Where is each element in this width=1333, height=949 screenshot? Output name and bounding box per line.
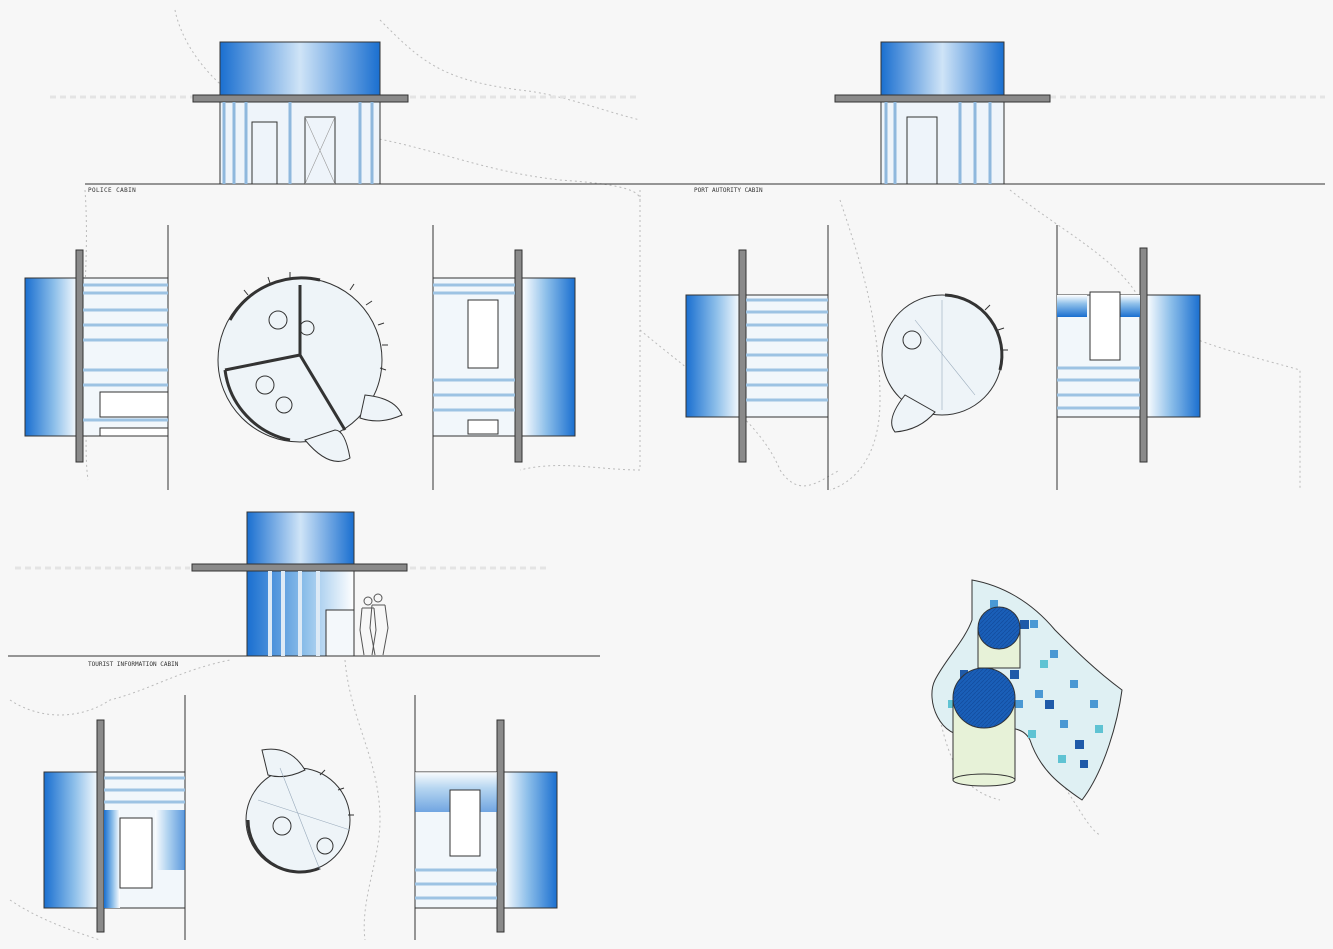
door-icon xyxy=(467,299,499,369)
police-side-elevation-right xyxy=(432,225,576,490)
port-side-elevation-right xyxy=(1056,225,1201,490)
door-icon xyxy=(906,116,938,185)
tourist-cabin-plan xyxy=(245,748,354,874)
site-contour-lines xyxy=(9,9,1301,941)
port-cabin-caption: PORT AUTORITY CABIN xyxy=(694,187,763,194)
people-silhouette-icon xyxy=(359,593,389,656)
police-side-elevation-left xyxy=(24,225,169,490)
police-cabin-caption: POLICE CABIN xyxy=(88,187,136,194)
tourist-cabin-elevation xyxy=(191,511,408,657)
door-icon xyxy=(119,817,153,889)
door-icon xyxy=(1089,291,1121,361)
tourist-side-elevation-left xyxy=(43,695,186,940)
door-icon xyxy=(449,789,481,857)
axonometric-canopy-view xyxy=(931,579,1123,801)
ground-lines xyxy=(8,183,1325,657)
police-cabin-plan xyxy=(217,272,403,462)
tourist-side-elevation-right xyxy=(414,695,558,940)
port-side-elevation-left xyxy=(685,225,829,490)
police-cabin-elevation xyxy=(192,41,409,185)
port-cabin-plan xyxy=(881,293,1008,433)
tourist-cabin-caption: TOURIST INFORMATION CABIN xyxy=(88,661,179,668)
port-cabin-elevation xyxy=(834,41,1051,185)
door-icon xyxy=(304,116,336,185)
window-icon xyxy=(251,121,278,185)
